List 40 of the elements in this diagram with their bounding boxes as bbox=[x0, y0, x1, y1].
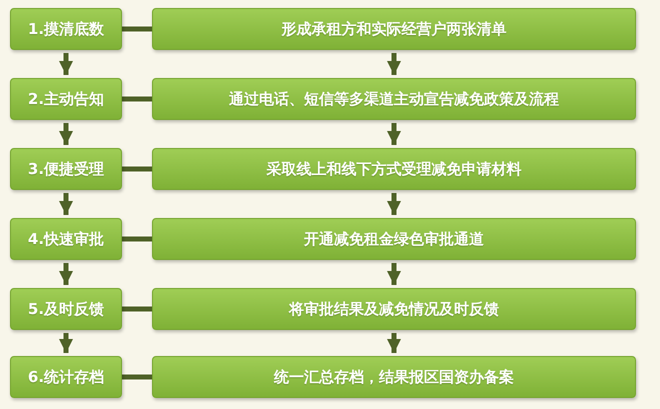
arrow bbox=[59, 333, 73, 353]
process-box bbox=[152, 78, 636, 120]
process-box bbox=[152, 288, 636, 330]
arrow bbox=[387, 123, 401, 145]
arrow bbox=[387, 333, 401, 353]
box-label: 采取线上和线下方式受理减免申请材料 bbox=[266, 160, 522, 178]
process-box bbox=[10, 356, 122, 398]
box-label: 3.便捷受理 bbox=[28, 160, 104, 178]
connector-line bbox=[122, 96, 152, 102]
connector-line bbox=[122, 236, 152, 242]
box-label: 形成承租方和实际经营户两张清单 bbox=[282, 20, 506, 38]
box-label: 1.摸清底数 bbox=[28, 20, 104, 38]
arrow bbox=[387, 263, 401, 285]
box-label: 通过电话、短信等多渠道主动宣告减免政策及流程 bbox=[229, 90, 559, 108]
box-label: 2.主动告知 bbox=[28, 90, 104, 108]
arrow bbox=[59, 123, 73, 145]
arrow bbox=[59, 53, 73, 75]
process-box bbox=[152, 148, 636, 190]
process-box bbox=[152, 218, 636, 260]
connector-line bbox=[122, 306, 152, 312]
arrow bbox=[387, 53, 401, 75]
process-box bbox=[10, 8, 122, 50]
arrow bbox=[59, 193, 73, 215]
box-label: 6.统计存档 bbox=[28, 368, 104, 386]
process-box bbox=[10, 78, 122, 120]
box-label: 统一汇总存档，结果报区国资办备案 bbox=[274, 368, 514, 386]
arrow bbox=[387, 193, 401, 215]
process-box bbox=[10, 288, 122, 330]
connector-line bbox=[122, 26, 152, 32]
connector-line bbox=[122, 374, 152, 380]
box-label: 4.快速审批 bbox=[28, 230, 104, 248]
process-box bbox=[152, 356, 636, 398]
process-box bbox=[10, 218, 122, 260]
box-label: 5.及时反馈 bbox=[28, 300, 104, 318]
process-box bbox=[152, 8, 636, 50]
box-label: 将审批结果及减免情况及时反馈 bbox=[289, 300, 499, 318]
process-box bbox=[10, 148, 122, 190]
connector-line bbox=[122, 166, 152, 172]
arrow bbox=[59, 263, 73, 285]
box-label: 开通减免租金绿色审批通道 bbox=[304, 230, 484, 248]
